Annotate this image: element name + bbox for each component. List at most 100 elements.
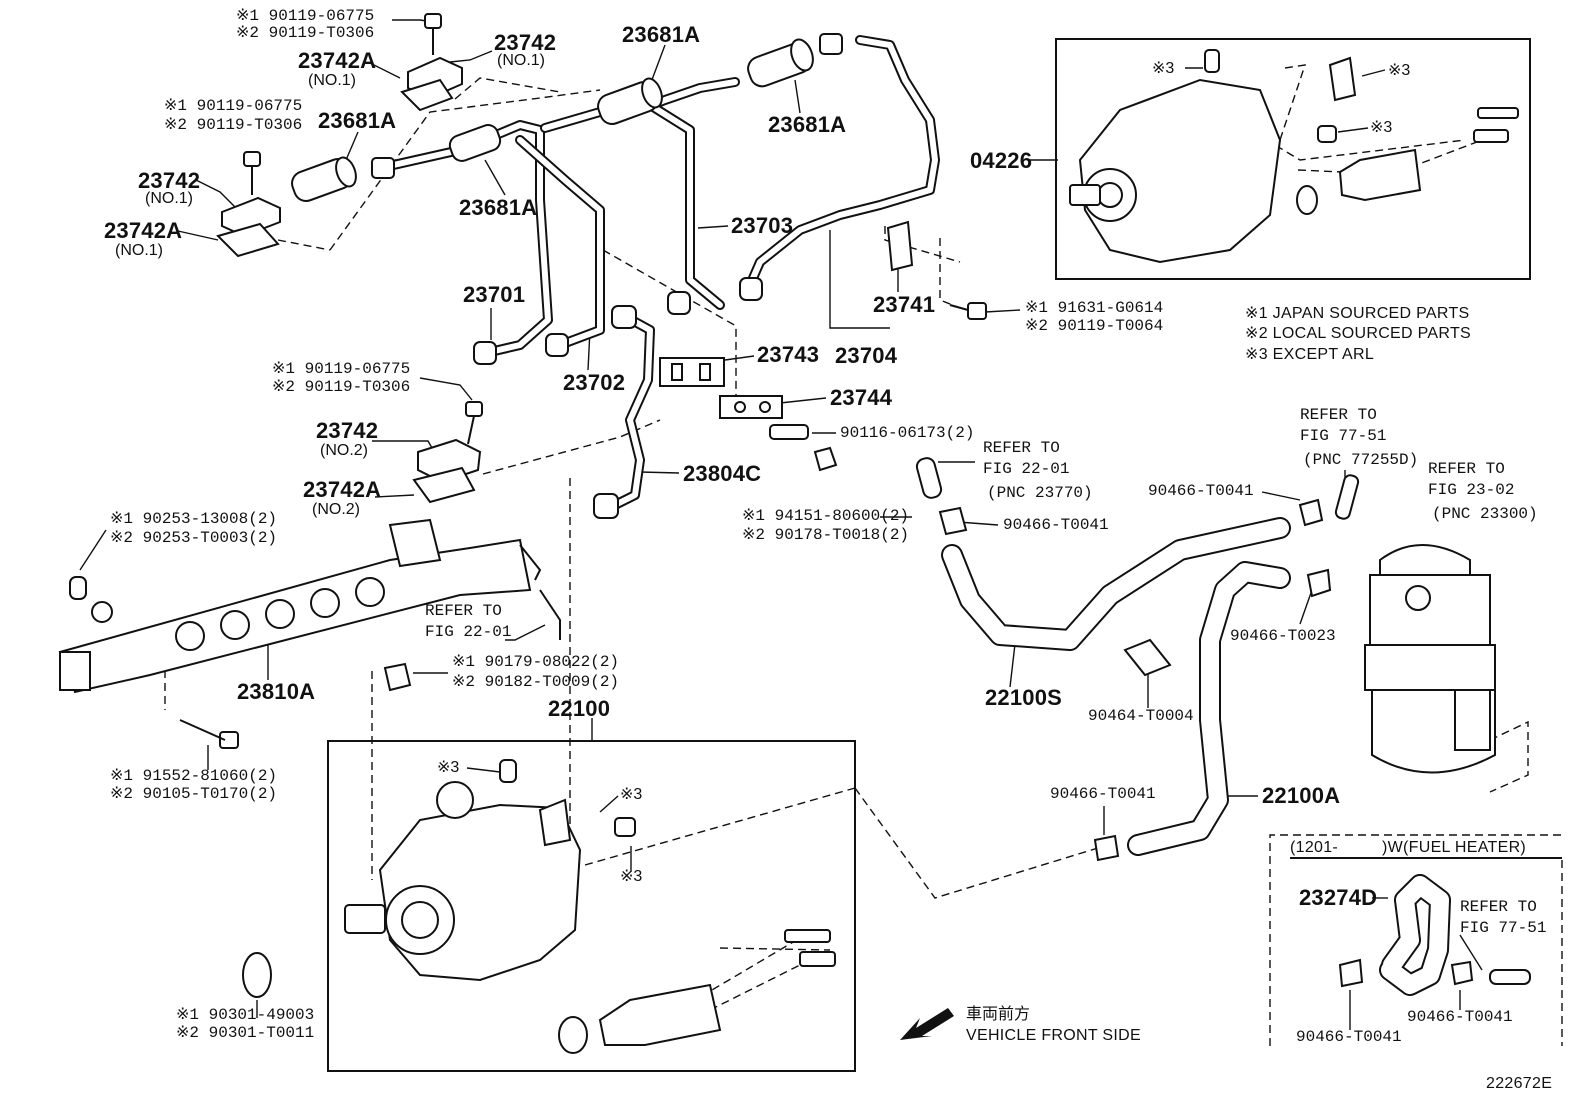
part-label: ※3 bbox=[1388, 62, 1411, 79]
inset-header-right: )W(FUEL HEATER) bbox=[1382, 839, 1527, 856]
part-label: (PNC 23770) bbox=[987, 484, 1093, 502]
part-label: ※1 90119-06775 bbox=[272, 360, 411, 378]
part-label: FIG 77-51 bbox=[1460, 919, 1547, 937]
part-label: (NO.1) bbox=[497, 52, 545, 69]
vehicle-front-arrow-icon bbox=[900, 1008, 954, 1040]
part-label: ※2 90253-T0003(2) bbox=[110, 529, 278, 547]
part-label: 90464-T0004 bbox=[1088, 707, 1194, 725]
part-label: ※1 90301-49003 bbox=[176, 1006, 315, 1024]
part-label: ※1 91552-81060(2) bbox=[110, 767, 278, 785]
part-label: (NO.1) bbox=[145, 190, 193, 207]
part-label: 04226 bbox=[970, 148, 1033, 173]
part-label: ※1 94151-80600(2) bbox=[742, 507, 910, 525]
part-label: ※2 90182-T0009(2) bbox=[452, 673, 620, 691]
part-label: 22100S bbox=[985, 685, 1063, 710]
part-label: (NO.2) bbox=[320, 442, 368, 459]
part-label: 23681A bbox=[318, 108, 397, 133]
part-label: REFER TO bbox=[983, 439, 1060, 457]
part-label: 23741 bbox=[873, 292, 936, 317]
part-label: 23274D bbox=[1299, 885, 1378, 910]
part-label: ※1 90179-08022(2) bbox=[452, 653, 620, 671]
note-local-sourced: ※2 LOCAL SOURCED PARTS bbox=[1245, 325, 1471, 342]
part-label: 90466-T0041 bbox=[1050, 785, 1156, 803]
part-label: FIG 22-01 bbox=[983, 460, 1070, 478]
part-label: 23804C bbox=[683, 461, 762, 486]
part-label: ※3 bbox=[1152, 60, 1175, 77]
part-label: 23742A bbox=[303, 477, 382, 502]
part-label: (NO.1) bbox=[115, 242, 163, 259]
part-label: FIG 22-01 bbox=[425, 623, 512, 641]
part-label: 23742A bbox=[298, 48, 377, 73]
part-label: FIG 23-02 bbox=[1428, 481, 1515, 499]
part-label: FIG 77-51 bbox=[1300, 427, 1387, 445]
note-except-arl: ※3 EXCEPT ARL bbox=[1245, 346, 1375, 363]
part-label: ※2 90105-T0170(2) bbox=[110, 785, 278, 803]
bolts bbox=[179, 13, 987, 749]
diagram-id: 222672E bbox=[1486, 1075, 1553, 1092]
part-label: 90466-T0041 bbox=[1003, 516, 1109, 534]
bracket-23741 bbox=[886, 220, 914, 272]
part-label: ※1 91631-G0614 bbox=[1025, 299, 1164, 317]
part-label: 90466-T0023 bbox=[1230, 627, 1336, 645]
misc-small-parts bbox=[242, 424, 838, 998]
part-label: REFER TO bbox=[1460, 898, 1537, 916]
part-label: ※3 bbox=[1370, 119, 1393, 136]
part-label: ※2 90119-T0306 bbox=[236, 24, 375, 42]
part-label: ※3 bbox=[620, 868, 643, 885]
part-label: ※3 bbox=[437, 759, 460, 776]
part-label: 22100A bbox=[1262, 783, 1341, 808]
part-label: 23744 bbox=[830, 385, 893, 410]
part-label: 23681A bbox=[622, 22, 701, 47]
part-label: ※2 90178-T0018(2) bbox=[742, 526, 910, 544]
clamp-23742 bbox=[216, 56, 482, 504]
part-label: ※1 90119-06775 bbox=[236, 7, 375, 25]
part-label: 90466-T0041 bbox=[1407, 1008, 1513, 1026]
part-label: 90116-06173(2) bbox=[840, 424, 975, 442]
part-label: 23703 bbox=[731, 213, 794, 238]
part-label: 22100 bbox=[548, 696, 611, 721]
part-label: ※2 90301-T0011 bbox=[176, 1024, 315, 1042]
part-label: 90466-T0041 bbox=[1148, 482, 1254, 500]
part-label: 23702 bbox=[563, 370, 626, 395]
part-label: (NO.1) bbox=[308, 72, 356, 89]
part-label: (PNC 23300) bbox=[1432, 505, 1538, 523]
part-label: ※2 90119-T0064 bbox=[1025, 317, 1164, 335]
inset-header-left: (1201- bbox=[1290, 839, 1339, 856]
part-label: 23743 bbox=[757, 342, 820, 367]
injection-pipes bbox=[375, 35, 940, 510]
grommet-23681a bbox=[291, 38, 814, 202]
supply-pump-22100 bbox=[344, 759, 836, 1054]
part-label: 23704 bbox=[835, 343, 898, 368]
part-label: REFER TO bbox=[1300, 406, 1377, 424]
note-japan-sourced: ※1 JAPAN SOURCED PARTS bbox=[1245, 305, 1470, 322]
supply-pump-inset-04226 bbox=[1069, 49, 1519, 264]
fuel-hoses bbox=[915, 457, 1531, 996]
hose-clips bbox=[938, 498, 1474, 988]
part-label: ※3 bbox=[620, 786, 643, 803]
common-rail-23810a bbox=[58, 518, 561, 694]
supply-pump-inset-box bbox=[1055, 38, 1531, 280]
pipe-fittings bbox=[371, 33, 843, 519]
part-label: 23681A bbox=[459, 195, 538, 220]
part-label: 23742 bbox=[316, 418, 379, 443]
part-label: REFER TO bbox=[1428, 460, 1505, 478]
part-label: (NO.2) bbox=[312, 501, 360, 518]
part-label: 90466-T0041 bbox=[1296, 1028, 1402, 1046]
part-label: (PNC 77255D) bbox=[1303, 451, 1419, 469]
part-label: 23742 bbox=[494, 30, 557, 55]
part-label: REFER TO bbox=[425, 602, 502, 620]
direction-en: VEHICLE FRONT SIDE bbox=[966, 1027, 1141, 1044]
part-label: ※1 90119-06775 bbox=[164, 97, 303, 115]
clamp-blocks bbox=[659, 357, 783, 419]
part-label: 23742 bbox=[138, 168, 201, 193]
part-label: ※2 90119-T0306 bbox=[272, 378, 411, 396]
part-label: 23681A bbox=[768, 112, 847, 137]
part-label: 23742A bbox=[104, 218, 183, 243]
fuel-heater-inset-box bbox=[1269, 834, 1563, 1046]
direction-jp: 車両前方 bbox=[966, 1006, 1031, 1023]
part-label: ※1 90253-13008(2) bbox=[110, 510, 278, 528]
fuel-filter-dashed-box bbox=[1489, 720, 1529, 793]
part-label: 23810A bbox=[237, 679, 316, 704]
part-label: 23701 bbox=[463, 282, 526, 307]
